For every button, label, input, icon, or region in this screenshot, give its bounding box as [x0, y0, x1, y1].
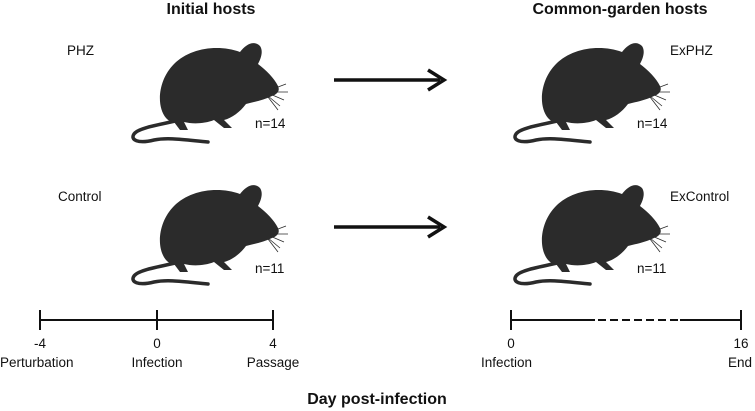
timeline-right-axis — [510, 310, 742, 330]
tick-label-day: 0 — [507, 336, 515, 351]
tick-event-label: End — [727, 355, 752, 370]
heading-common-garden-hosts: Common-garden hosts — [532, 1, 708, 18]
group-label-control: Control — [58, 189, 102, 204]
sample-size-ex-control: n=11 — [637, 261, 667, 276]
sample-size-ex-phz: n=14 — [637, 116, 668, 131]
group-label-ex-phz: ExPHZ — [670, 43, 713, 58]
sample-size-phz: n=14 — [255, 116, 286, 131]
tick-label-day: -4 — [33, 336, 47, 351]
arrow-icon-control-transfer — [334, 215, 448, 239]
tick-label-day: 4 — [269, 336, 277, 351]
tick-event-label: Infection — [131, 355, 183, 370]
tick-label-day: 0 — [153, 336, 161, 351]
tick-event-label: Infection — [481, 355, 533, 370]
tick-label-day: 16 — [733, 336, 749, 351]
axis-title: Day post-infection — [307, 391, 447, 408]
tick-event-label: Passage — [246, 355, 300, 370]
timeline-left-axis — [39, 310, 274, 330]
group-label-ex-control: ExControl — [670, 189, 730, 204]
heading-initial-hosts: Initial hosts — [166, 1, 256, 18]
group-label-phz: PHZ — [67, 43, 94, 58]
tick-event-label: Perturbation — [0, 355, 74, 370]
arrow-icon-phz-transfer — [334, 68, 448, 92]
sample-size-control: n=11 — [255, 261, 285, 276]
